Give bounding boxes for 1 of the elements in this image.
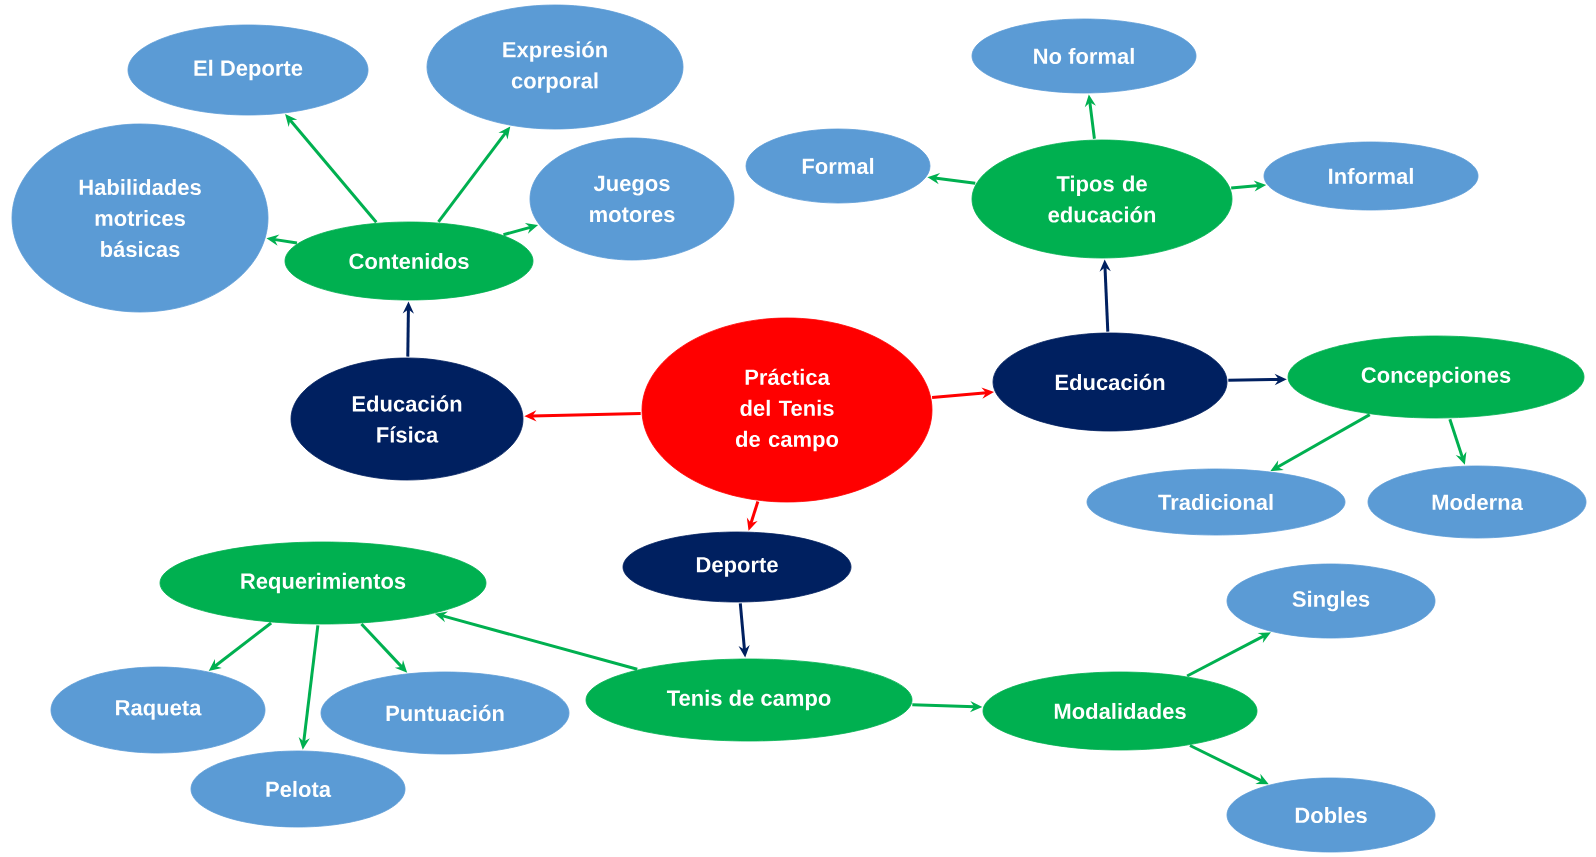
arrow bbox=[285, 114, 378, 224]
